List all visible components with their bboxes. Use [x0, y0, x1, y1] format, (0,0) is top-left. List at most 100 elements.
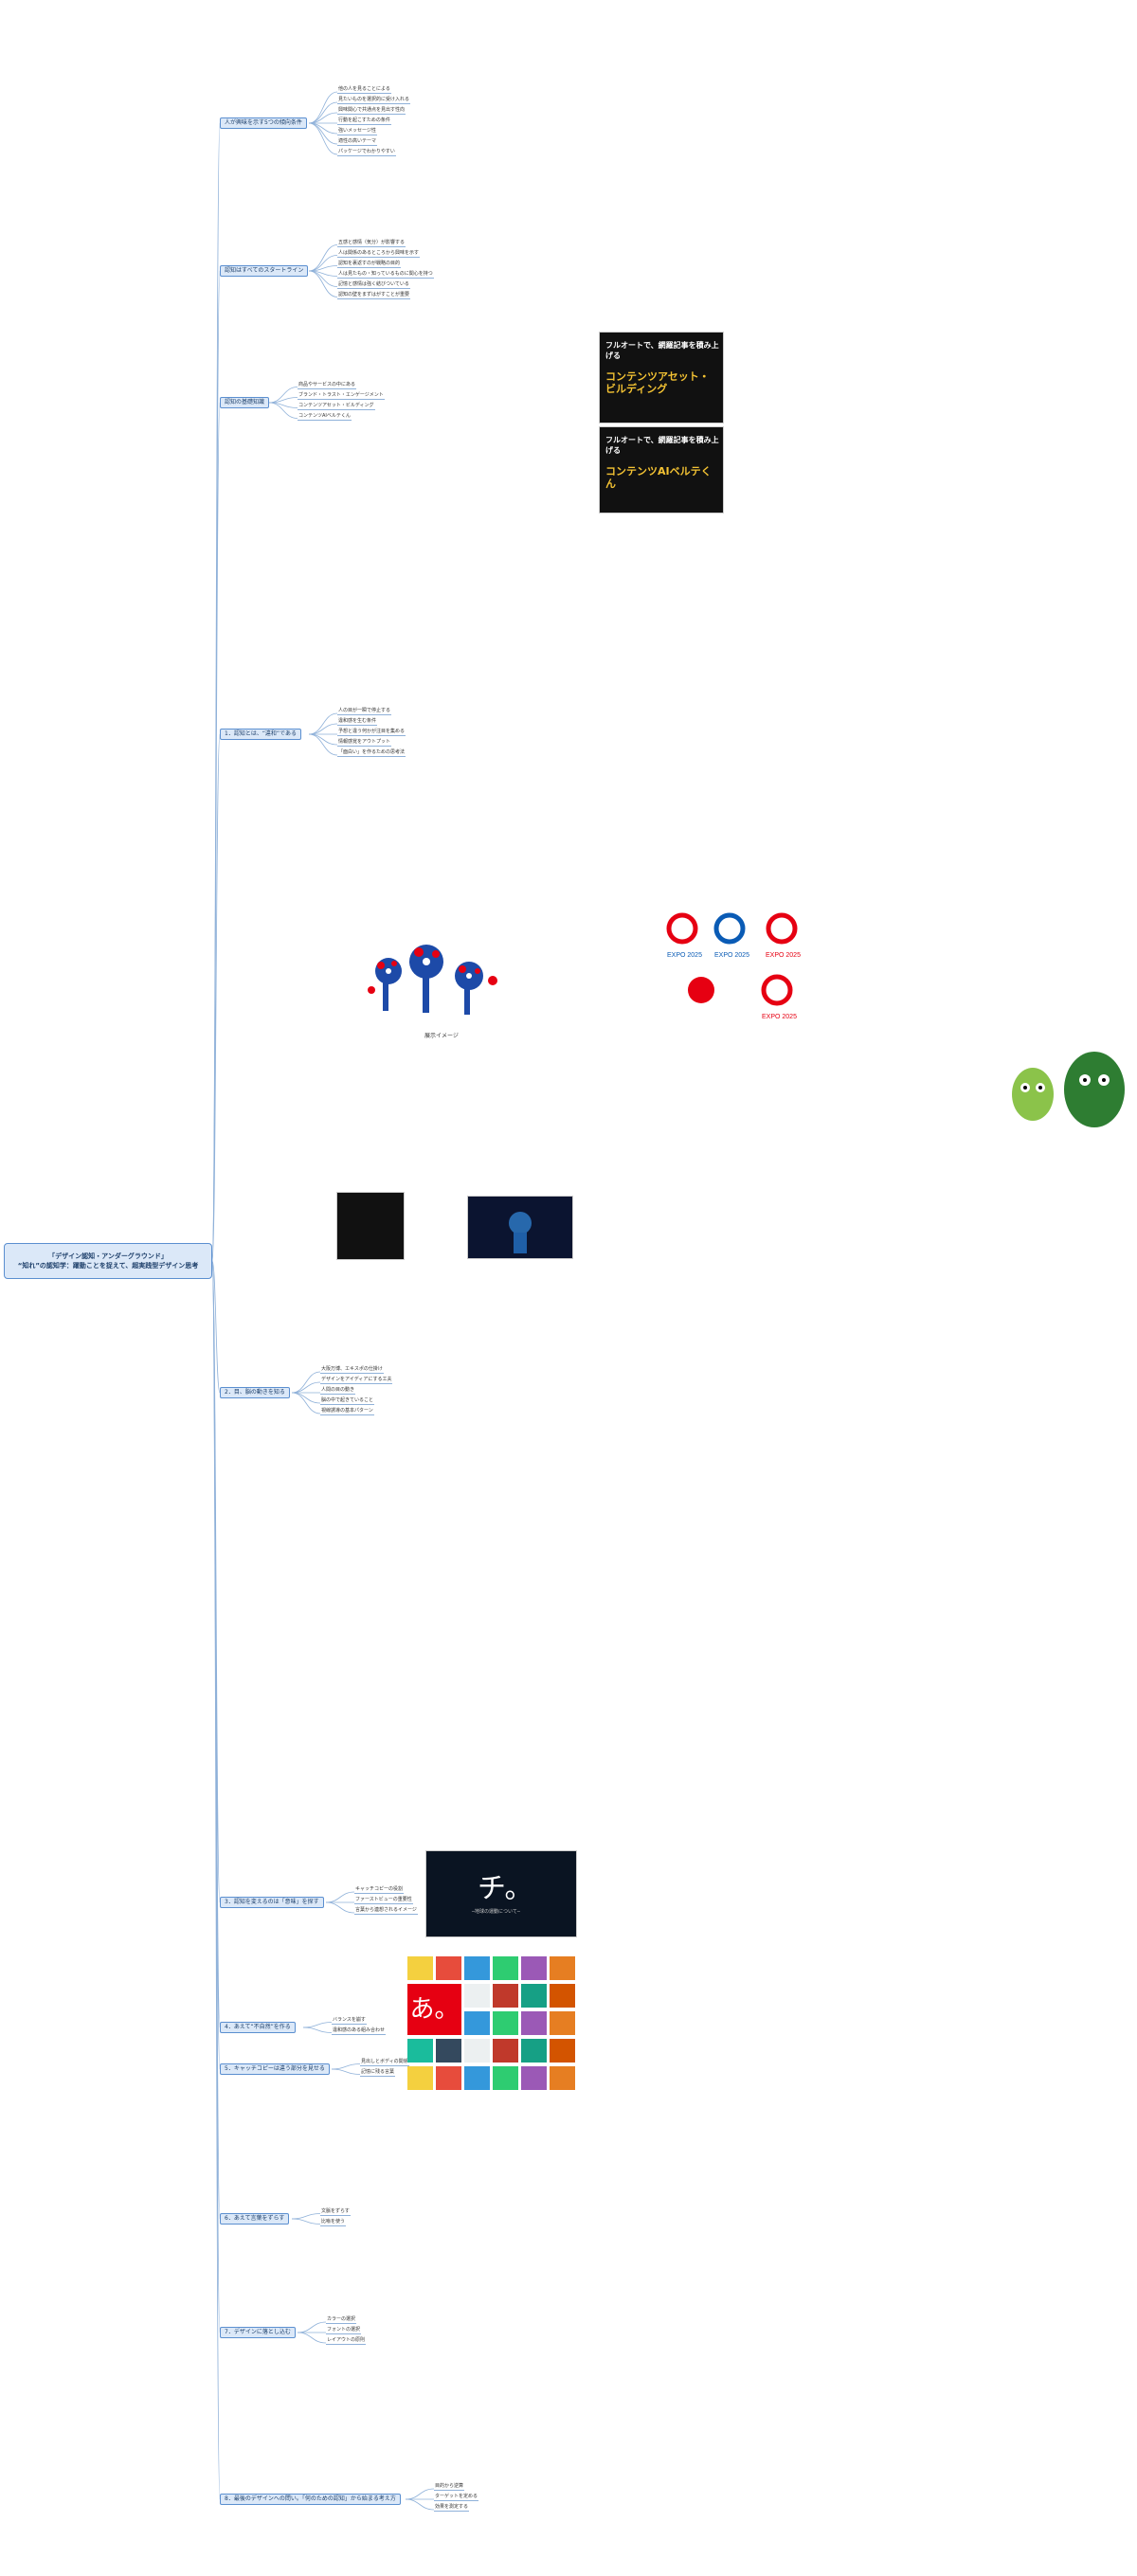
child-node[interactable]: パッケージでわかりやすい — [337, 149, 396, 156]
child-node[interactable]: 脳の中で起きていること — [320, 1397, 375, 1405]
child-node[interactable]: 目的から逆算 — [434, 2483, 465, 2491]
svg-text:EXPO 2025: EXPO 2025 — [714, 952, 749, 959]
thumbnail-item — [493, 2039, 518, 2063]
link-line — [291, 1371, 321, 1394]
child-node[interactable]: フォントの選択 — [326, 2327, 362, 2334]
branch-b10[interactable]: 7．デザインに落とし込む — [220, 2327, 296, 2338]
child-node[interactable]: 人は見たもの・知っているものに関心を持つ — [337, 270, 434, 279]
child-node[interactable]: 比喩を使う — [320, 2218, 347, 2226]
expo-logo-icon — [666, 912, 798, 1006]
link-line — [308, 733, 338, 756]
child-node[interactable]: デザインをアイディアにする工夫 — [320, 1377, 393, 1384]
child-node[interactable]: 強いメッセージ性 — [337, 128, 377, 135]
green-mascot-icon — [1012, 1052, 1125, 1127]
child-node[interactable]: 他の人を見ることによる — [337, 86, 391, 94]
child-node[interactable]: 効果を測定する — [434, 2504, 470, 2512]
link-line — [331, 2068, 361, 2075]
link-line — [211, 1260, 221, 2500]
child-node[interactable]: ターゲットを定める — [434, 2494, 479, 2501]
child-node[interactable]: 商品やサービスの中にある — [298, 381, 357, 389]
child-node[interactable]: 人間の目の動き — [320, 1387, 356, 1395]
child-node[interactable]: コンテンツアセット・ビルディング — [298, 402, 375, 410]
branch-b5[interactable]: 2．目、脳の動きを知る — [220, 1387, 290, 1398]
child-node[interactable]: 適性の高いテーマ — [337, 138, 378, 146]
mascot-caption: 展示イメージ — [424, 1033, 459, 1039]
root-title-line1: 「デザイン認知・アンダーグラウンド」 — [48, 1252, 168, 1260]
branch-b9[interactable]: 6．あえて言葉をずらす — [220, 2213, 290, 2225]
child-node[interactable]: 視線誘導の基本パターン — [320, 1408, 374, 1415]
thumbnail-item — [550, 2039, 575, 2063]
branch-b2[interactable]: 認知はすべてのスタートライン — [220, 265, 309, 277]
child-node[interactable]: 見出しとボディの関係 — [360, 2058, 409, 2066]
child-node[interactable]: 人は関係のあるところから興味を示す — [337, 249, 421, 258]
child-node[interactable]: バランスを崩す — [332, 2016, 367, 2025]
mascot-figures-icon — [368, 945, 497, 1015]
thumbnail-a-glyph: あ。 — [407, 1984, 461, 2035]
child-node[interactable]: 違和感のある組み合わせ — [332, 2027, 387, 2035]
child-node[interactable]: 情報感覚をアウトプット — [337, 739, 392, 747]
child-node[interactable]: 記憶に残る言葉 — [360, 2068, 396, 2077]
child-node[interactable]: 認知を裏返すのが戦略の目的 — [337, 260, 402, 268]
link-line — [308, 122, 338, 155]
poster-image — [336, 1192, 405, 1260]
expo-logos: EXPO 2025 EXPO 2025 EXPO 2025 EXPO 2025 — [666, 912, 801, 1020]
child-node[interactable]: レイアウトの原則 — [326, 2337, 367, 2345]
link-line — [308, 101, 338, 124]
chi-title: チ。 — [478, 1872, 533, 1905]
link-line — [291, 2218, 321, 2225]
link-line — [308, 244, 338, 272]
thumbnail-item — [493, 2066, 518, 2090]
link-line — [291, 1392, 321, 1414]
child-node[interactable]: カラーの選択 — [326, 2316, 357, 2324]
child-node[interactable]: ファーストビューの重要性 — [354, 1897, 413, 1904]
child-node[interactable]: 行動を起こすための条件 — [337, 117, 391, 125]
thumbnail-item — [407, 1956, 433, 1980]
thumbnail-item — [521, 1956, 547, 1980]
child-node[interactable]: 大阪万博、エキスポの仕掛け — [320, 1366, 384, 1374]
child-node[interactable]: 見たいものを選択的に受け入れる — [337, 97, 411, 104]
branch-b8[interactable]: 5．キャッチコピーは違う部分を見せる — [220, 2063, 330, 2075]
child-node[interactable]: キャッチコピーの役割 — [354, 1886, 405, 1894]
thumbnail-item — [521, 2011, 547, 2035]
thumbnail-item — [493, 2011, 518, 2035]
thumbnail-item — [464, 2039, 490, 2063]
link-line — [308, 112, 338, 124]
child-node[interactable]: 予想と違う何かが注目を集める — [337, 729, 406, 736]
link-line — [405, 2488, 435, 2500]
root-node[interactable]: 「デザイン認知・アンダーグラウンド」 “知れ”の認知学：躍動ことを捉えて、超実践… — [4, 1243, 212, 1279]
branch-b4[interactable]: 1．認知とは、“違和”である — [220, 729, 301, 740]
child-node[interactable]: ブランド・トラスト・エンゲージメント — [298, 391, 385, 400]
figure-silhouette-icon — [509, 1212, 532, 1253]
child-node[interactable]: 言葉から連想されるイメージ — [354, 1907, 418, 1915]
child-node[interactable]: 「面白い」を作るための思考法 — [337, 749, 406, 757]
link-line — [297, 2332, 327, 2344]
thumbnail-item — [407, 2039, 433, 2063]
branch-b7[interactable]: 4．あえて“不自然”を作る — [220, 2022, 296, 2033]
link-line — [308, 723, 338, 735]
root-title-line2: “知れ”の認知学：躍動ことを捉えて、超実践型デザイン思考 — [17, 1262, 199, 1270]
thumbnail-item — [550, 1984, 575, 2008]
branch-b3[interactable]: 認知の基礎知識 — [220, 397, 270, 408]
thumbnail-item — [493, 1984, 518, 2008]
branch-b11[interactable]: 8．最後のデザインへの問い。「何のための認知」から始まる考え方 — [220, 2494, 401, 2505]
child-node[interactable]: 興味関心で共通点を見出す性向 — [337, 107, 406, 115]
thumbnail-item — [521, 1984, 547, 2008]
link-line — [308, 733, 338, 746]
thumbnail-item — [521, 2066, 547, 2090]
thumbnail-item — [436, 1956, 461, 1980]
banner-image-2: フルオートで、網羅記事を積み上げる コンテンツAIベルテくん — [599, 426, 724, 513]
child-node[interactable]: 認知の壁をまずはがすことが重要 — [337, 291, 411, 299]
thumbnail-item — [464, 2011, 490, 2035]
child-node[interactable]: 人の目が一瞬で停止する — [337, 708, 392, 715]
thumbnail-item — [436, 2066, 461, 2090]
link-line — [308, 122, 338, 135]
branch-b6[interactable]: 3．認知を変えるのは「意味」を探す — [220, 1897, 324, 1908]
child-node[interactable]: コンテンツAIベルテくん — [298, 412, 352, 421]
child-node[interactable]: 違和感を生む条件 — [337, 718, 378, 726]
svg-text:EXPO 2025: EXPO 2025 — [667, 952, 702, 959]
child-node[interactable]: 五感と感情（気分）が影響する — [337, 239, 406, 247]
branch-b1[interactable]: 人が興味を示す5つの傾向条件 — [220, 117, 307, 129]
child-node[interactable]: 文脈をずらす — [320, 2207, 351, 2216]
child-node[interactable]: 記憶と感情は強く結びついている — [337, 280, 410, 289]
thumbnail-item — [464, 2066, 490, 2090]
